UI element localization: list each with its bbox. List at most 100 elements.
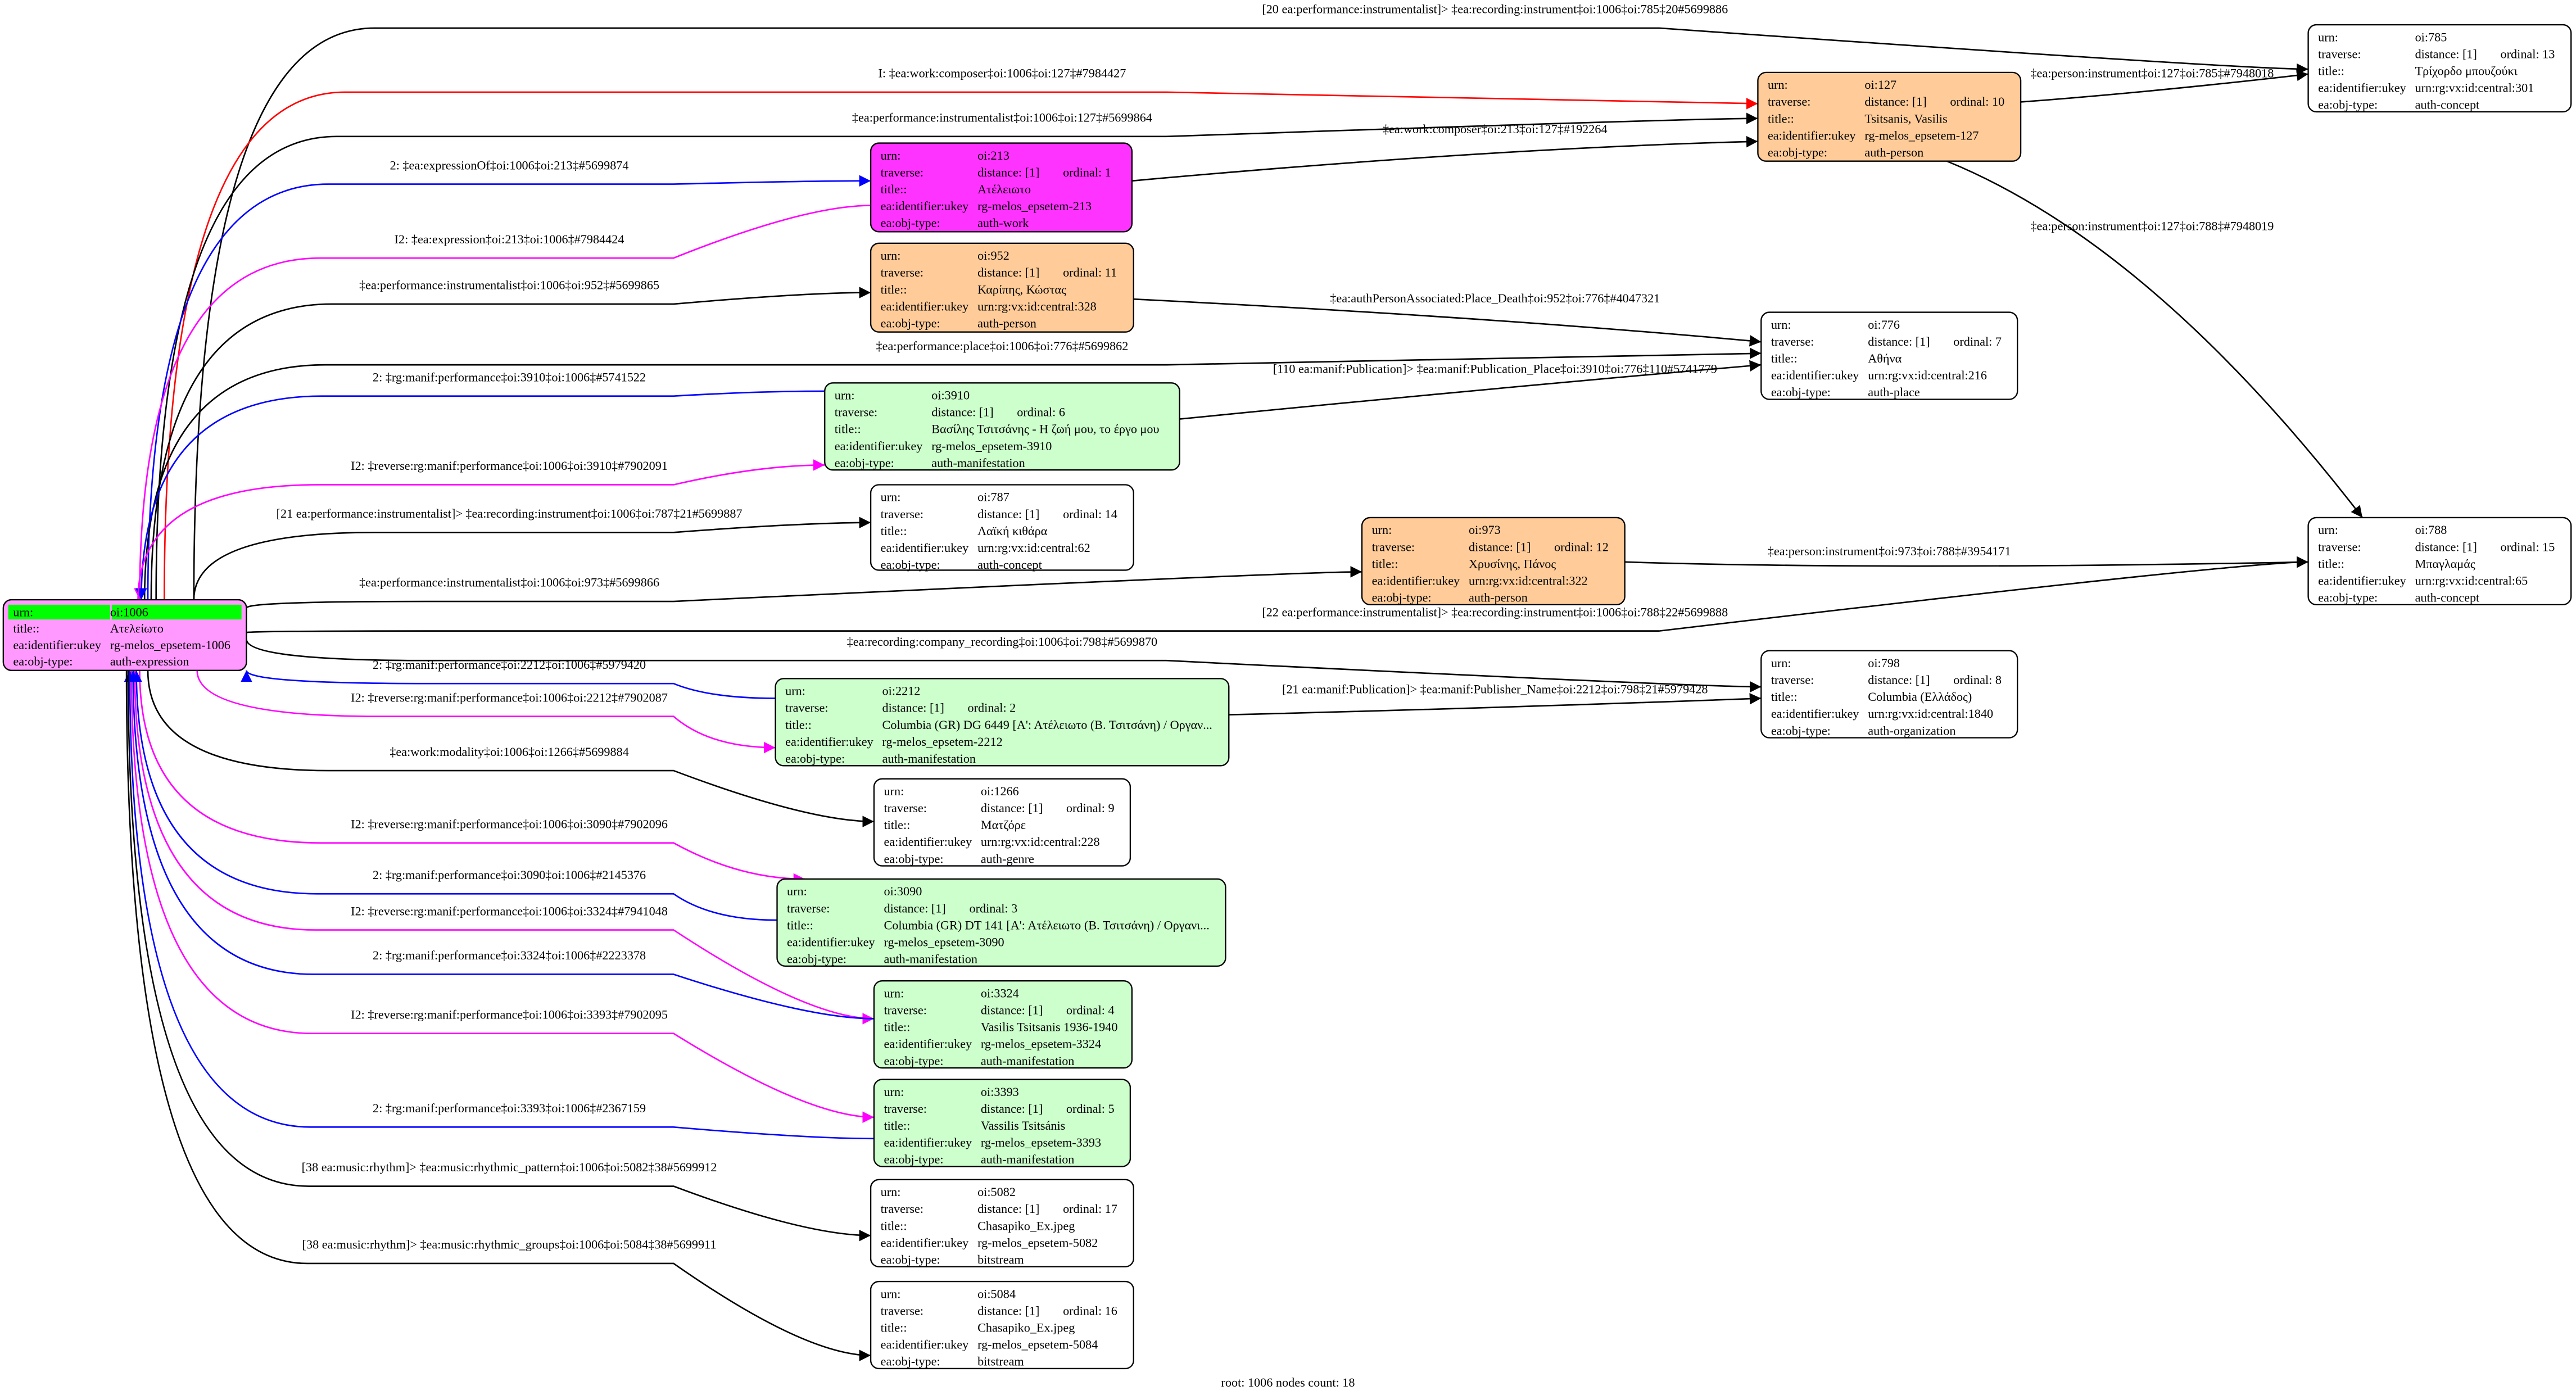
edge-line <box>1179 360 1762 420</box>
field-label-type: ea:obj-type: <box>1768 146 1827 160</box>
field-label-title: title:: <box>881 524 907 538</box>
node-box <box>870 1280 1134 1370</box>
field-label-urn: urn: <box>2318 523 2338 537</box>
field-value-title: Columbia (GR) DG 6449 [Α': Ατέλειωτο (Β.… <box>882 718 1212 732</box>
field-value-type: auth-person <box>977 316 1036 330</box>
field-label-type: ea:obj-type: <box>884 1054 943 1068</box>
field-value-traverse: distance: [1] <box>882 701 944 715</box>
field-value-ordinal: ordinal: 12 <box>1554 540 1609 554</box>
edge-1006-to-798: ‡ea:recording:company_recording‡oi:1006‡… <box>246 635 1762 693</box>
nodes-layer: urn:oi:1006title::Ατελείωτοea:identifier… <box>2 24 2572 1370</box>
edge-label: [22 ea:performance:instrumentalist]> ‡ea… <box>1262 605 1728 619</box>
edge-label: ‡ea:person:instrument‡oi:973‡oi:788‡#395… <box>1768 544 2011 558</box>
edge-973-to-788: ‡ea:person:instrument‡oi:973‡oi:788‡#395… <box>1624 544 2308 568</box>
edge-label: ‡ea:person:instrument‡oi:127‡oi:785‡#794… <box>2030 66 2274 80</box>
node-box <box>870 1179 1134 1267</box>
field-label-title: title:: <box>881 1219 907 1233</box>
field-value-title: Ατελείωτο <box>110 622 164 636</box>
edge-952-to-776: ‡ea:authPersonAssociated:Place_Death‡oi:… <box>1133 291 1762 347</box>
field-value-ukey: urn:rg:vx:id:central:328 <box>977 299 1097 313</box>
field-label-urn: urn: <box>1372 523 1392 537</box>
field-value-title: Ματζόρε <box>981 818 1026 832</box>
field-label-title: title:: <box>884 818 910 832</box>
edge-label: [110 ea:manif:Publication]> ‡ea:manif:Pu… <box>1273 362 1717 376</box>
edge-label: 2: ‡ea:expressionOf‡oi:1006‡oi:213‡#5699… <box>390 158 629 172</box>
field-value-urn: oi:213 <box>977 148 1009 162</box>
edge-label: I2: ‡reverse:rg:manif:performance‡oi:100… <box>351 817 668 831</box>
edge-label: I2: ‡reverse:rg:manif:performance‡oi:100… <box>351 1007 668 1021</box>
edge-1006-to-3910: I2: ‡reverse:rg:manif:performance‡oi:100… <box>137 459 825 600</box>
field-value-type: auth-concept <box>2415 591 2480 605</box>
edge-label: ‡ea:person:instrument‡oi:127‡oi:788‡#794… <box>2030 219 2274 233</box>
field-label-type: ea:obj-type: <box>1771 723 1831 737</box>
field-label-title: title:: <box>884 1020 910 1034</box>
edge-label: 2: ‡rg:manif:performance‡oi:3393‡oi:1006… <box>373 1101 646 1115</box>
field-value-type: auth-expression <box>110 654 189 668</box>
edge-line <box>196 670 776 754</box>
field-label-ukey: ea:identifier:ukey <box>1372 573 1460 587</box>
field-label-title: title:: <box>1768 111 1794 125</box>
field-value-traverse: distance: [1] <box>2415 47 2477 61</box>
field-label-ukey: ea:identifier:ukey <box>881 1235 969 1249</box>
node-box <box>1760 650 2018 739</box>
node-box <box>870 142 1133 233</box>
field-value-title: Μπαγλαμάς <box>2415 556 2475 570</box>
field-label-urn: urn: <box>881 1185 901 1199</box>
edge-line <box>246 639 1762 693</box>
field-label-title: title:: <box>2318 64 2344 78</box>
field-label-traverse: traverse: <box>1771 673 1814 687</box>
field-label-urn: urn: <box>881 148 901 162</box>
edge-1006-to-2212: I2: ‡reverse:rg:manif:performance‡oi:100… <box>196 670 776 754</box>
edge-213-to-127: ‡ea:work:composer‡oi:213‡oi:127‡#192264 <box>1131 122 1758 182</box>
field-label-ukey: ea:identifier:ukey <box>2318 81 2406 95</box>
field-value-title: Chasapiko_Ex.jpeg <box>977 1321 1075 1335</box>
field-value-urn: oi:5082 <box>977 1185 1016 1199</box>
edge-213-to-1006: I2: ‡ea:expression‡oi:213‡oi:1006‡#79844… <box>134 205 871 600</box>
field-label-type: ea:obj-type: <box>884 852 943 866</box>
edge-1006-to-787: [21 ea:performance:instrumentalist]> ‡ea… <box>193 506 871 600</box>
field-value-type: auth-place <box>1868 385 1920 399</box>
field-value-traverse: distance: [1] <box>1868 673 1930 687</box>
node-box <box>775 678 1230 767</box>
edge-line <box>241 670 776 699</box>
edge-label: ‡ea:work:composer‡oi:213‡oi:127‡#192264 <box>1383 122 1608 136</box>
field-value-urn: oi:776 <box>1868 318 1900 332</box>
field-value-ukey: urn:rg:vx:id:central:216 <box>1868 368 1987 382</box>
field-label-ukey: ea:identifier:ukey <box>884 1037 972 1051</box>
node-box <box>870 242 1134 333</box>
field-value-ukey: urn:rg:vx:id:central:228 <box>981 835 1100 849</box>
field-value-type: auth-manifestation <box>981 1054 1074 1068</box>
edge-1006-to-785: [20 ea:performance:instrumentalist]> ‡ea… <box>193 2 2308 600</box>
field-value-ukey: rg-melos_epsetem-2212 <box>882 735 1003 749</box>
field-label-urn: urn: <box>1771 318 1791 332</box>
field-label-traverse: traverse: <box>884 1102 926 1116</box>
field-value-urn: oi:2212 <box>882 684 921 698</box>
field-value-ordinal: ordinal: 11 <box>1063 265 1117 279</box>
edge-label: ‡ea:performance:instrumentalist‡oi:1006‡… <box>852 111 1152 125</box>
field-value-urn: oi:785 <box>2415 30 2447 44</box>
edge-line <box>246 556 2308 633</box>
edge-line <box>1131 135 1758 182</box>
field-label-urn: urn: <box>785 684 805 698</box>
field-value-title: Αθήνα <box>1868 351 1902 365</box>
node-1006[interactable]: urn:oi:1006title::Ατελείωτοea:identifier… <box>2 599 247 671</box>
field-label-ukey: ea:identifier:ukey <box>881 541 969 555</box>
field-value-ukey: urn:rg:vx:id:central:322 <box>1469 573 1588 587</box>
